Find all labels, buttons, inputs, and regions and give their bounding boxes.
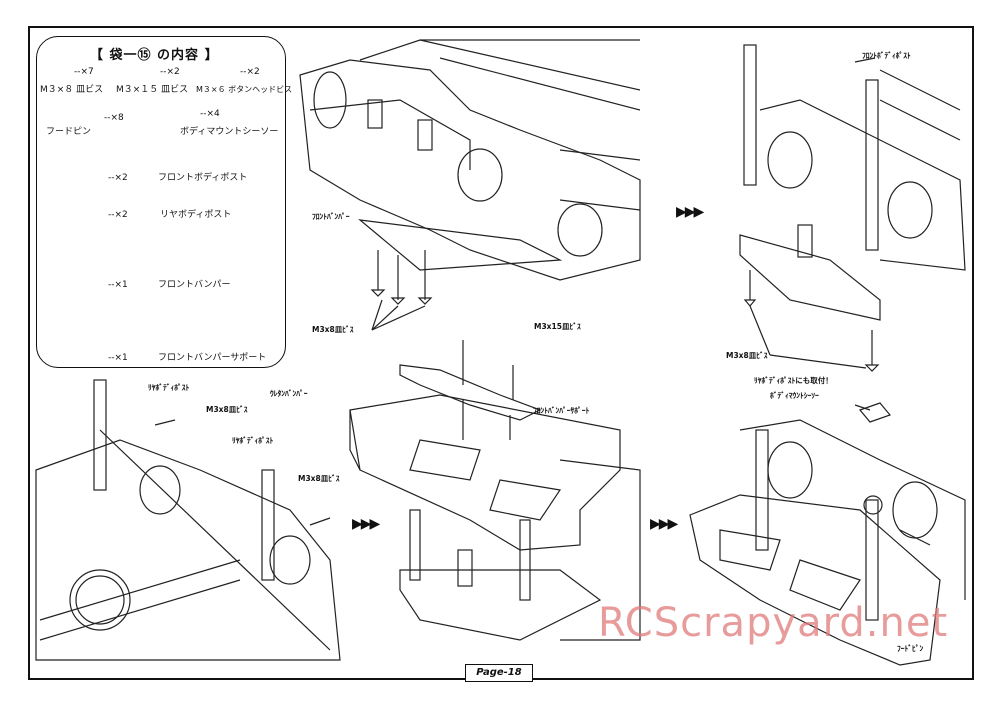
part-name: リヤボディポスト: [160, 210, 232, 220]
part-qty: --×8: [104, 113, 124, 123]
part-qty: --×2: [108, 210, 128, 220]
part-qty: --×2: [240, 67, 260, 77]
callout-front-bumper-support: ﾌﾛﾝﾄﾊﾞﾝﾊﾟｰｻﾎﾟｰﾄ: [533, 406, 590, 415]
step-arrow-icon: ▶▶▶: [352, 516, 380, 532]
callout-hood-pin: ﾌｰﾄﾞﾋﾟﾝ: [897, 644, 924, 653]
callout-body-mount-seesaw: ﾎﾞﾃﾞｨﾏｳﾝﾄｼｰｿｰ: [770, 391, 819, 400]
step4-illustration: [349, 340, 641, 641]
callout-rear-body-post: ﾘﾔﾎﾞﾃﾞｨﾎﾟｽﾄ: [232, 436, 274, 445]
callout-rear-post-note: ﾘﾔﾎﾞﾃﾞｨﾎﾟｽﾄにも取付！: [754, 376, 833, 385]
part-qty: --×2: [160, 67, 180, 77]
step5-illustration: [689, 402, 966, 666]
callout-m3x8-screw: M3x8皿ﾋﾞｽ: [298, 474, 340, 483]
callout-m3x15-screw: M3x15皿ﾋﾞｽ: [534, 322, 581, 331]
part-name: フードピン: [46, 127, 92, 137]
page-number: Page-18: [465, 664, 533, 682]
watermark: RCScrapyard.net: [598, 600, 949, 646]
part-name: M３×８ 皿ビス: [40, 85, 104, 95]
part-name: ボディマウントシーソー: [180, 127, 279, 137]
part-name: M３×６ ボタンヘッドビス: [196, 85, 293, 94]
step-arrow-icon: ▶▶▶: [676, 204, 704, 220]
step1-illustration: [299, 39, 641, 331]
part-qty: --×1: [108, 353, 128, 363]
step-arrow-icon: ▶▶▶: [650, 516, 678, 532]
callout-m3x8-screw: M3x8皿ﾋﾞｽ: [206, 405, 248, 414]
callout-front-body-post: ﾌﾛﾝﾄﾎﾞﾃﾞｨﾎﾟｽﾄ: [862, 51, 911, 60]
part-name: フロントバンパー: [158, 280, 231, 290]
part-name: フロントバンパーサポート: [158, 353, 267, 363]
parts-bag-panel: [36, 36, 286, 368]
step3-illustration: [35, 379, 341, 661]
step2-illustration: [739, 44, 966, 372]
part-name: フロントボディポスト: [158, 173, 248, 183]
callout-urethane-bumper: ｳﾚﾀﾝﾊﾞﾝﾊﾟｰ: [270, 389, 308, 398]
part-qty: --×4: [200, 109, 220, 119]
part-name: M３×１５ 皿ビス: [116, 85, 189, 95]
part-qty: --×2: [108, 173, 128, 183]
callout-rear-body-post: ﾘﾔﾎﾞﾃﾞｨﾎﾟｽﾄ: [148, 383, 190, 392]
callout-m3x8-screw: M3x8皿ﾋﾞｽ: [312, 325, 354, 334]
parts-bag-title: 【 袋一⑮ の内容 】: [90, 48, 219, 63]
callout-m3x8-screw: M3x8皿ﾋﾞｽ: [726, 351, 768, 360]
part-qty: --×1: [108, 280, 128, 290]
callout-front-bumper: ﾌﾛﾝﾄﾊﾞﾝﾊﾟｰ: [312, 212, 350, 221]
part-qty: --×7: [74, 67, 94, 77]
